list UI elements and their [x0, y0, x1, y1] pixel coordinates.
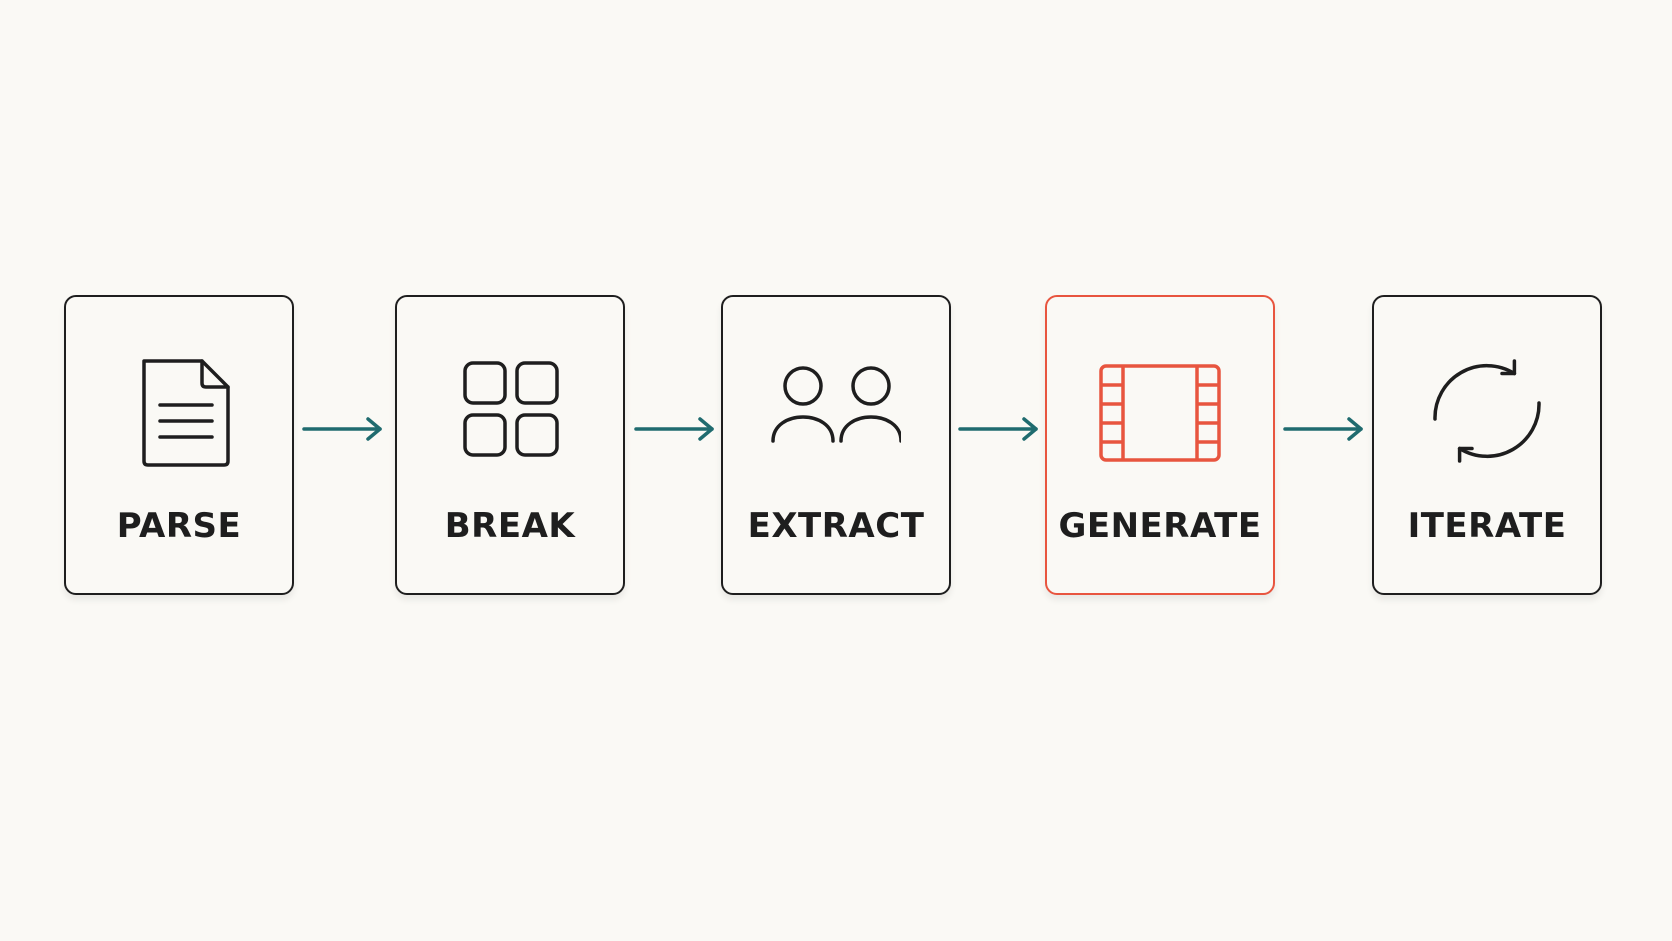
- step-label-extract: EXTRACT: [747, 506, 925, 546]
- flow-arrow-2: [634, 416, 718, 442]
- step-label-parse: PARSE: [116, 506, 242, 546]
- document-icon: [114, 349, 244, 473]
- step-card-generate: GENERATE: [1045, 295, 1275, 595]
- film-icon: [1095, 349, 1225, 473]
- refresh-icon: [1422, 349, 1552, 473]
- step-card-iterate: ITERATE: [1372, 295, 1602, 595]
- users-icon: [771, 349, 901, 473]
- step-label-iterate: ITERATE: [1407, 506, 1567, 546]
- step-card-extract: EXTRACT: [721, 295, 951, 595]
- flow-arrow-3: [958, 416, 1042, 442]
- step-label-break: BREAK: [444, 506, 576, 546]
- step-card-parse: PARSE: [64, 295, 294, 595]
- flow-arrow-1: [302, 416, 386, 442]
- grid-icon: [445, 349, 575, 473]
- flow-arrow-4: [1283, 416, 1367, 442]
- step-label-generate: GENERATE: [1058, 506, 1262, 546]
- step-card-break: BREAK: [395, 295, 625, 595]
